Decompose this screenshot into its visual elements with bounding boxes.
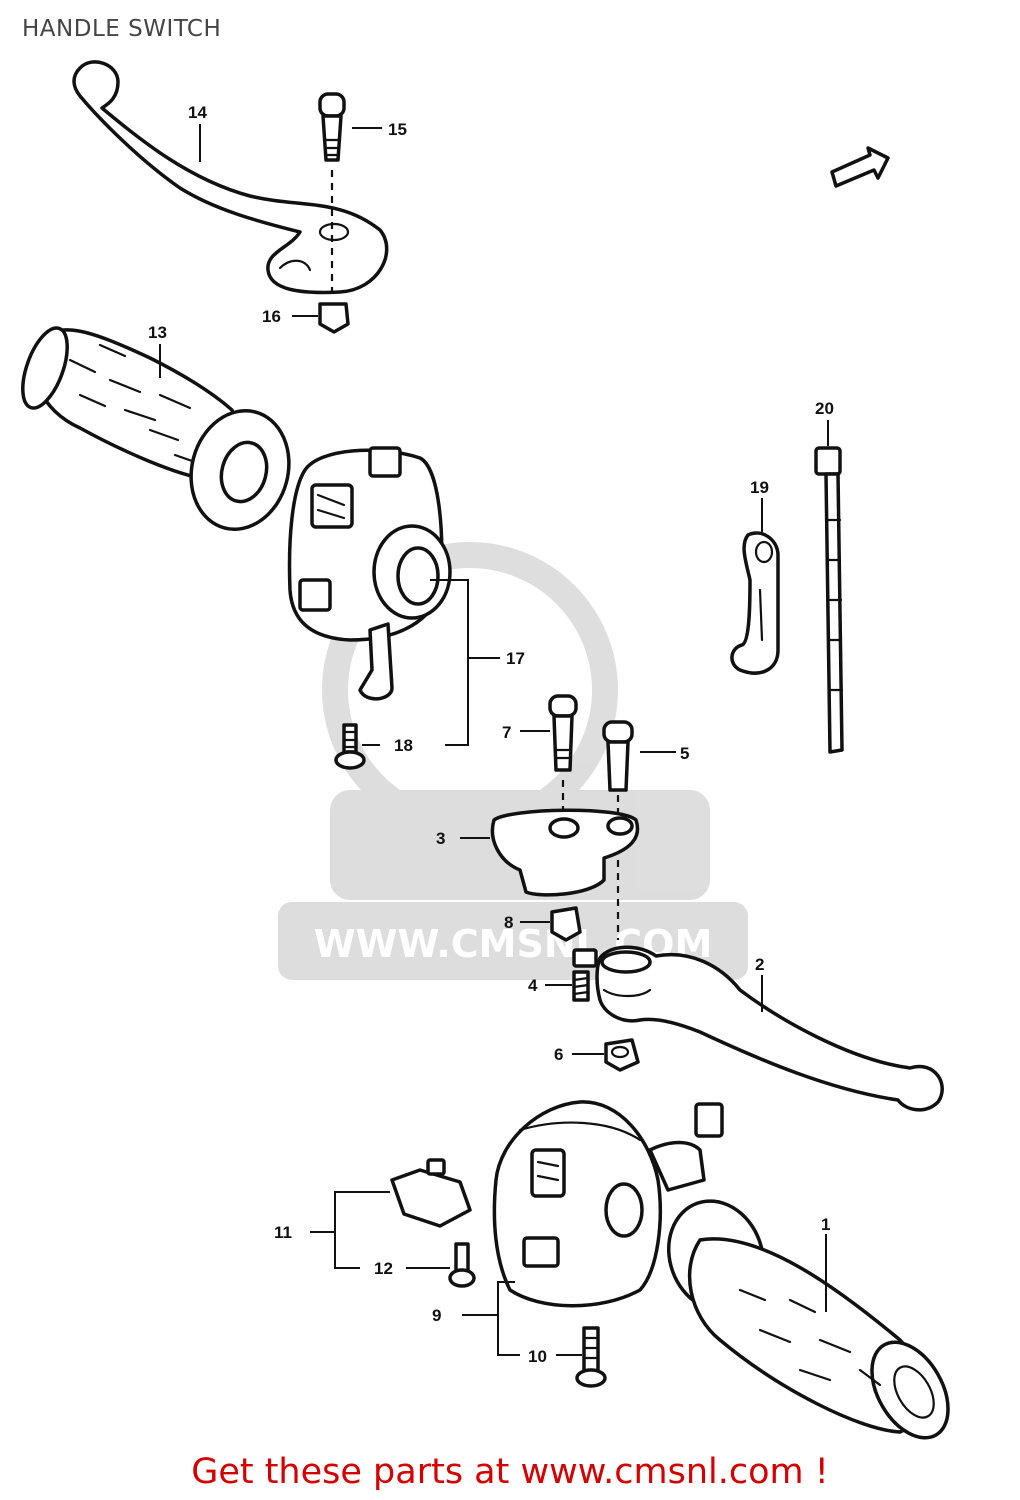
part-5-bolt: [602, 720, 634, 792]
callout-19: 19: [750, 478, 769, 497]
callout-13: 13: [148, 323, 167, 342]
callout-5: 5: [680, 744, 689, 763]
callout-11: 11: [274, 1223, 292, 1242]
exploded-parts-diagram: WWW.CMSNL.COM: [21, 60, 950, 1440]
callout-17: 17: [506, 649, 525, 668]
part-10-screw: [575, 1326, 607, 1388]
callout-3: 3: [436, 829, 445, 848]
part-3-bracket: [490, 808, 640, 897]
part-8-nut: [550, 906, 582, 942]
front-arrow-icon: [830, 146, 890, 188]
callout-15: 15: [388, 120, 407, 139]
callout-18: 18: [394, 736, 413, 755]
part-14-lever: [72, 60, 389, 295]
callout-1: 1: [821, 1215, 830, 1234]
callout-9: 9: [432, 1306, 441, 1325]
callout-14: 14: [188, 103, 207, 122]
part-4-spring: [572, 970, 590, 1002]
part-11-switch: [390, 1158, 472, 1228]
callout-20: 20: [815, 399, 834, 418]
callout-labels: 14 15 16 13 20 19 17 18 7 5 3 8 2 4 6 1 …: [148, 103, 834, 1366]
part-19-clamp: [730, 531, 780, 675]
callout-2: 2: [755, 955, 764, 974]
footer-link-text[interactable]: Get these parts at www.cmsnl.com !: [191, 1452, 829, 1492]
part-17-switch-housing: [287, 446, 452, 701]
part-2-lever: [572, 945, 944, 1112]
part-18-screw: [334, 723, 366, 770]
part-15-pivot-bolt: [318, 92, 346, 162]
part-12-screw: [448, 1242, 476, 1288]
part-20-tie-strap: [814, 446, 844, 754]
leader-lines: [159, 124, 829, 1356]
callout-16: 16: [262, 307, 281, 326]
callout-10: 10: [528, 1347, 547, 1366]
page-title: HANDLE SWITCH: [22, 16, 222, 42]
part-16-nut: [318, 302, 350, 334]
callout-12: 12: [374, 1259, 393, 1278]
part-1-grip: [666, 1199, 950, 1440]
part-6-nut: [604, 1038, 640, 1072]
callout-8: 8: [504, 913, 513, 932]
callout-6: 6: [554, 1045, 563, 1064]
callout-7: 7: [502, 723, 511, 742]
callout-4: 4: [528, 976, 538, 995]
part-7-bolt: [548, 694, 578, 772]
part-13-grip: [21, 326, 291, 532]
part-9-switch-housing: [492, 1100, 724, 1308]
